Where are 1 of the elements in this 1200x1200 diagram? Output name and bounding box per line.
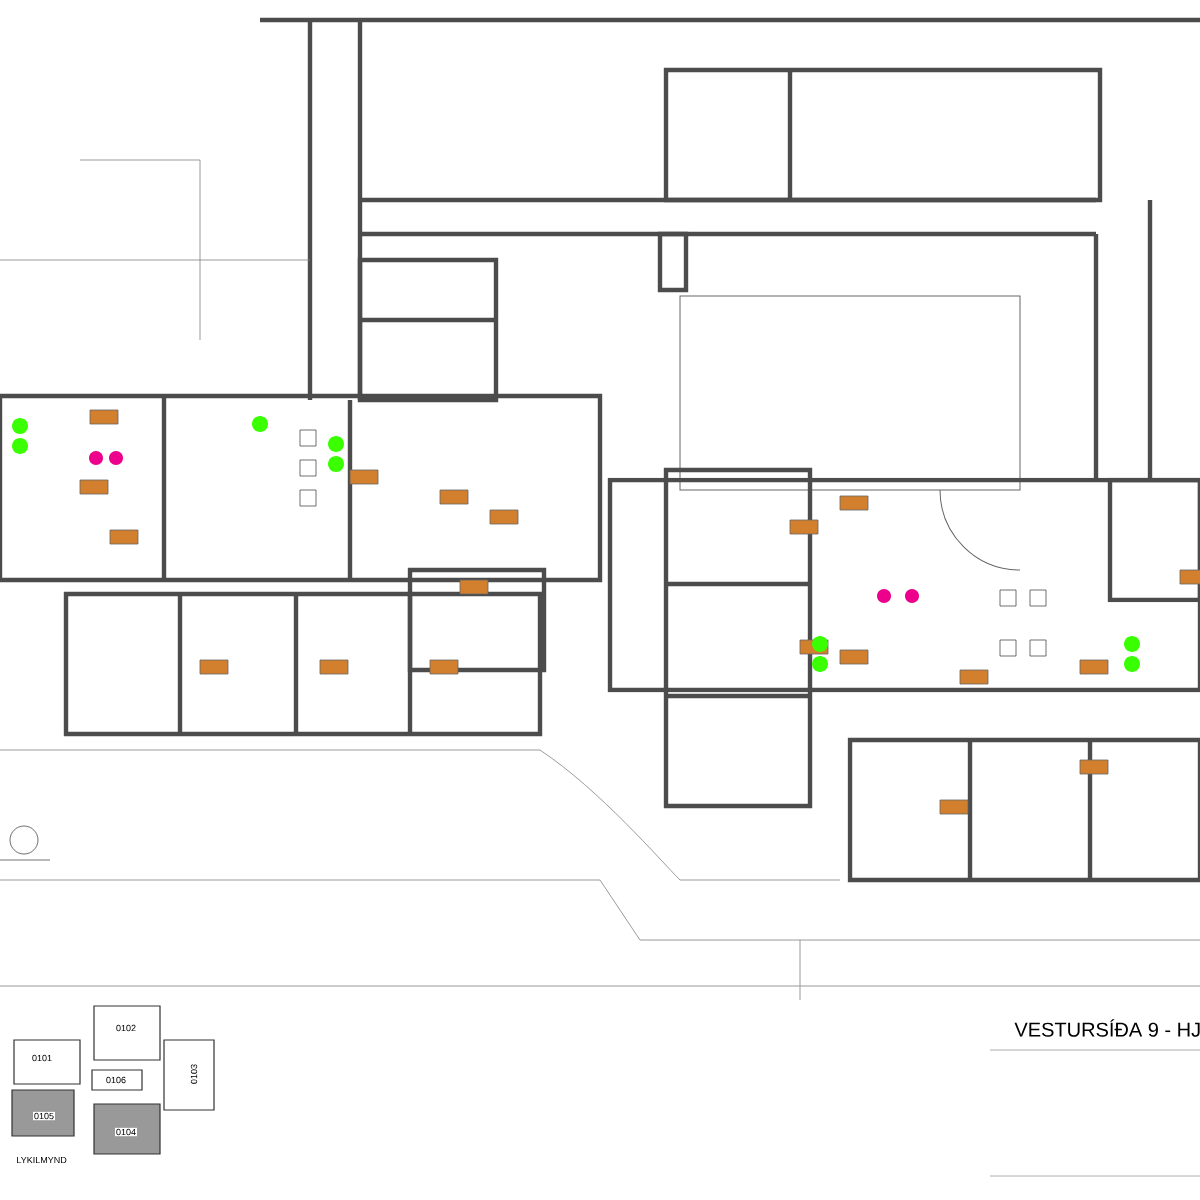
title: VESTURSÍÐA 9 - HJ [1014,1019,1200,1037]
